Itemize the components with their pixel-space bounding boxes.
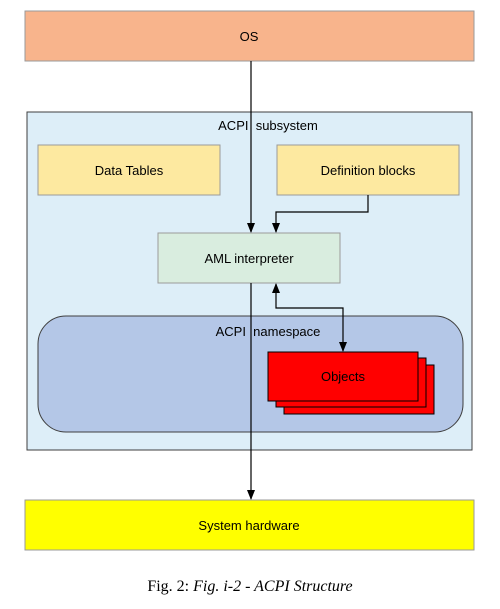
aml-interpreter-label: AML interpreter bbox=[204, 251, 294, 266]
data-tables-box bbox=[37, 144, 221, 196]
objects-box bbox=[267, 351, 419, 402]
os-label: OS bbox=[240, 29, 259, 44]
definition-blocks-box bbox=[276, 144, 460, 196]
definition-blocks-to-aml-arrow bbox=[272, 195, 369, 233]
aml-interpreter-box bbox=[157, 232, 341, 284]
caption-title: Fig. i-2 - ACPI Structure bbox=[193, 578, 353, 595]
aml-objects-bidirectional-arrow bbox=[272, 283, 347, 352]
definition-blocks-label: Definition blocks bbox=[321, 163, 416, 178]
acpi-subsystem-label: ACPI subsystem bbox=[218, 118, 318, 133]
objects-label: Objects bbox=[321, 369, 366, 384]
data-tables-label: Data Tables bbox=[95, 163, 164, 178]
os-box bbox=[24, 10, 475, 62]
system-hardware-label: System hardware bbox=[198, 518, 299, 533]
acpi-namespace-label: ACPI namespace bbox=[216, 324, 321, 339]
system-hardware-box bbox=[24, 499, 475, 551]
caption-prefix: Fig. 2: bbox=[147, 578, 190, 595]
figure-caption: Fig. 2: Fig. i-2 - ACPI Structure bbox=[0, 578, 500, 596]
